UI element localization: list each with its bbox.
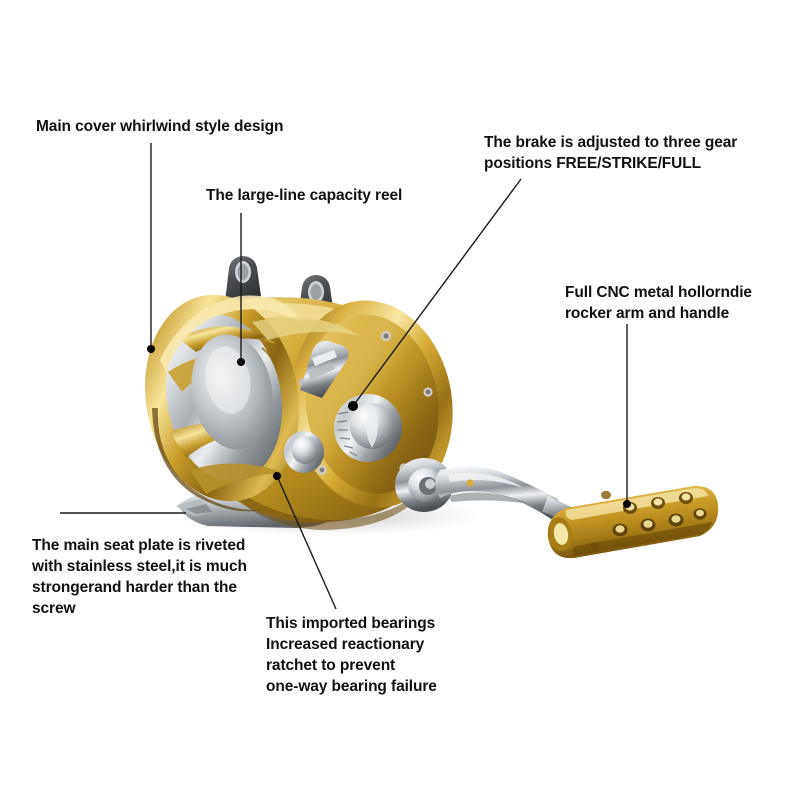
callout-label-cnc-rocker-arm-and-handle: Full CNC metal hollorndie rocker arm and… [565, 284, 752, 322]
knob-drill-holes [590, 490, 707, 550]
handle-drive-hub [395, 458, 453, 512]
harness-lug-left [225, 256, 262, 303]
clicker-knob [284, 431, 324, 473]
callout-label-imported-bearings: This imported bearings Increased reactio… [266, 615, 437, 695]
callout-label-main-seat-plate: The main seat plate is riveted with stai… [32, 537, 247, 617]
drag-adjustment-knob [334, 394, 402, 462]
handle-knob [547, 485, 719, 559]
callout-label-large-line-capacity-reel: The large-line capacity reel [206, 187, 403, 204]
spool-band [252, 317, 360, 340]
callout-label-main-cover: Main cover whirlwind style design [36, 118, 284, 135]
drag-preset-lever [300, 340, 349, 398]
callout-label-brake-three-gear-positions: The brake is adjusted to three gear posi… [484, 134, 738, 172]
left-side-plate-whirlwind [145, 294, 300, 512]
